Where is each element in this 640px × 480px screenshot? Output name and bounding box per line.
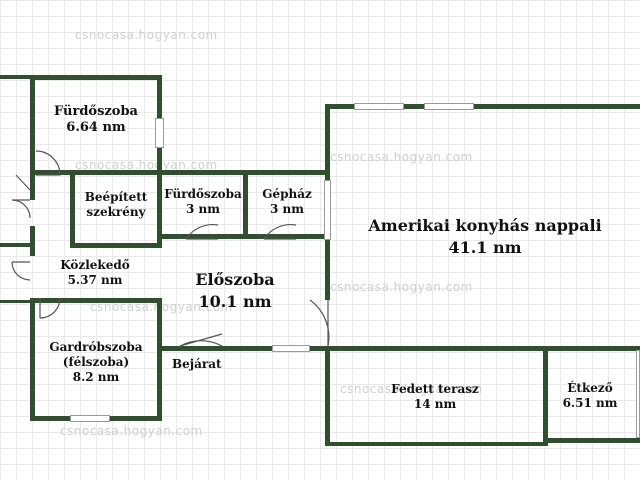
- wall: [30, 75, 35, 175]
- room-label-bathroom-2: Fürdőszoba 3 nm: [162, 187, 244, 217]
- room-name: Fürdőszoba: [164, 187, 242, 201]
- window: [272, 345, 310, 352]
- wall: [325, 104, 640, 109]
- room-label-utility: Gépház 3 nm: [248, 187, 326, 217]
- wall: [0, 75, 36, 79]
- watermark: csnocasa.hogyan.com: [340, 382, 483, 396]
- room-label-entrance: Bejárat: [172, 357, 242, 372]
- room-name: Amerikai konyhás nappali: [368, 216, 602, 235]
- watermark: csnocasa.hogyan.com: [330, 150, 473, 164]
- wall: [0, 243, 30, 247]
- room-name: Közlekedő: [60, 258, 130, 272]
- room-name: Étkező: [567, 381, 613, 395]
- door-swing: [39, 297, 61, 319]
- room-name: Gépház: [262, 187, 312, 201]
- door-swing: [309, 299, 330, 347]
- door-swing: [179, 333, 223, 347]
- window: [324, 180, 331, 240]
- room-name: Fedett terasz: [391, 382, 479, 396]
- wall: [157, 298, 162, 420]
- door-swing: [185, 223, 219, 240]
- wall: [70, 170, 75, 248]
- watermark: csnocasa.hogyan.com: [330, 280, 473, 294]
- watermark: csnocasa.hogyan.com: [60, 424, 203, 438]
- wall: [30, 170, 330, 175]
- wall: [30, 298, 162, 303]
- window: [155, 118, 164, 148]
- room-area: 41.1 nm: [448, 238, 522, 258]
- window: [70, 415, 110, 422]
- room-label-hall: Előszoba 10.1 nm: [170, 269, 300, 312]
- door-swing: [11, 261, 31, 281]
- wall: [70, 243, 162, 248]
- room-name: Fürdőszoba: [54, 104, 138, 119]
- wall: [30, 75, 162, 80]
- wall: [325, 442, 547, 446]
- wall: [0, 300, 30, 303]
- wall: [543, 346, 548, 446]
- watermark: csnocasa.hogyan.com: [75, 158, 218, 172]
- room-area: 10.1 nm: [198, 291, 272, 311]
- room-label-builtin-wardrobe: Beépített szekrény: [75, 190, 157, 220]
- room-area: 5.37 nm: [67, 273, 123, 287]
- wall: [157, 234, 329, 239]
- room-label-dressing: Gardróbszoba (félszoba) 8.2 nm: [35, 340, 157, 385]
- room-name: Bejárat: [172, 357, 222, 371]
- wall: [243, 170, 248, 238]
- wall: [543, 438, 640, 443]
- room-area: 3 nm: [186, 202, 220, 216]
- door-swing: [11, 199, 31, 219]
- room-area: 3 nm: [270, 202, 304, 216]
- wall: [325, 346, 330, 446]
- wall: [157, 170, 162, 248]
- room-area: 8.2 nm: [72, 370, 120, 384]
- door-swing: [35, 150, 61, 176]
- room-name-line1: Beépített: [84, 190, 148, 204]
- window: [354, 103, 404, 110]
- room-name-line1: Gardróbszoba: [49, 340, 143, 354]
- room-label-terrace: Fedett terasz 14 nm: [335, 382, 535, 412]
- room-area: 6.64 nm: [66, 120, 126, 136]
- room-label-corridor: Közlekedő 5.37 nm: [40, 258, 150, 288]
- wall: [30, 298, 35, 420]
- window: [424, 103, 474, 110]
- room-label-living: Amerikai konyhás nappali 41.1 nm: [340, 215, 630, 260]
- wall: [30, 170, 35, 200]
- room-area: 14 nm: [413, 397, 457, 411]
- room-area: 6.51 nm: [562, 396, 618, 410]
- door-swing: [263, 223, 297, 240]
- room-name-line2: szekrény: [86, 205, 146, 219]
- wall: [30, 226, 35, 256]
- room-label-dining: Étkező 6.51 nm: [550, 381, 630, 411]
- room-label-bathroom-1: Fürdőszoba 6.64 nm: [35, 104, 157, 137]
- room-name-line2: (félszoba): [62, 355, 130, 369]
- wall: [543, 346, 640, 351]
- wall: [157, 346, 547, 351]
- door-swing: [15, 174, 31, 191]
- room-name: Előszoba: [195, 270, 275, 289]
- watermark: csnocasa.hogyan.com: [75, 28, 218, 42]
